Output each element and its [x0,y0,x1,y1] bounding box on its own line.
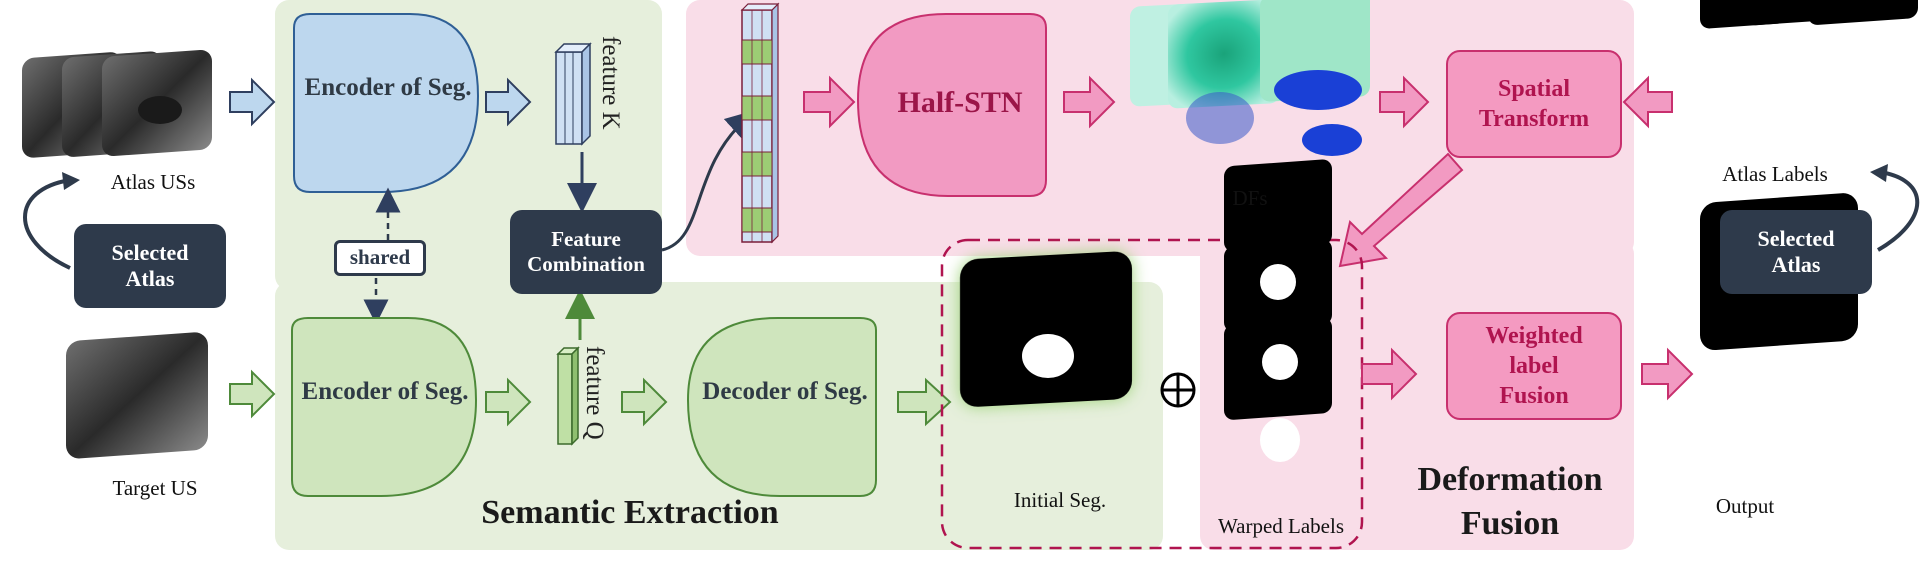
encoder-top-blob [293,13,480,193]
arrow-target-to-encoder [229,369,276,419]
feature-k-label: feature K [597,36,624,130]
deformation-fusion-text: Deformation Fusion [1417,461,1603,543]
feature-combination-label: Feature Combination [527,226,645,276]
selected-atlas-right-label: Selected Atlas [1757,225,1835,277]
weighted-label-fusion-label: Weighted label Fusion [1485,323,1583,409]
shared-badge: shared [334,240,426,276]
arrow-feature-q-to-decoder [621,377,668,427]
feature-q-label: feature Q [581,346,608,440]
semantic-extraction-title: Semantic Extraction [481,494,779,531]
arrow-decoder-to-initial-seg [897,377,952,427]
arrow-dfs-to-spatial-transform [1379,75,1430,129]
encoder-bottom-blob [291,317,478,497]
selected-atlas-right-box[interactable]: Selected Atlas [1720,210,1872,294]
encoder-bottom-label: Encoder of Seg. [301,378,469,405]
initial-seg-image [960,251,1132,407]
feature-combination-box[interactable]: Feature Combination [510,210,662,294]
atlas-labels-label: Atlas Labels [1722,162,1828,186]
fusion-dashed-frame [940,238,1364,550]
arrow-atlas-labels-to-spatial-transform [1622,75,1673,129]
arrow-half-stn-to-dfs [1063,75,1116,129]
target-us-label: Target US [112,476,198,500]
feature-q-block [556,346,580,446]
spatial-transform-box[interactable]: Spatial Transform [1446,50,1622,158]
decoder-label: Decoder of Seg. [702,378,868,405]
output-label: Output [1715,494,1775,518]
atlas-us-images [22,49,212,158]
atlas-label-images [1700,0,1918,128]
deformation-fusion-title: Deformation Fusion [1390,458,1630,546]
dfs-label: DFs [1232,186,1268,210]
arrow-encoder-to-feature-q [485,377,532,427]
arrow-fusion-to-output [1641,347,1694,401]
arrow-warped-to-fusion [1361,347,1418,401]
feature-k-block [554,42,592,146]
arrow-spatial-to-warped [1338,152,1464,268]
encoder-top-label: Encoder of Seg. [304,74,472,101]
half-stn-label: Half-STN [897,86,1023,119]
dfs-images [1130,0,1370,156]
weighted-label-fusion-box[interactable]: Weighted label Fusion [1446,312,1622,420]
arrow-atlas-to-encoder [229,77,276,127]
left-curve-arrow [23,178,71,270]
decoder-blob [686,317,877,497]
initial-seg-label: Initial Seg. [1013,488,1107,512]
warped-labels-label: Warped Labels [1218,514,1344,538]
atlas-uss-label: Atlas USs [110,170,196,194]
selected-atlas-left-box[interactable]: Selected Atlas [74,224,226,308]
selected-atlas-left-label: Selected Atlas [111,239,189,291]
warped-label-images [1224,159,1332,462]
arrow-encoder-to-feature-k [485,77,532,127]
target-us-image [66,332,208,459]
half-stn-blob [856,13,1047,197]
arrow-feature-to-half-stn [803,75,856,129]
spatial-transform-label: Spatial Transform [1478,76,1590,132]
combined-feature-stack [740,2,780,244]
